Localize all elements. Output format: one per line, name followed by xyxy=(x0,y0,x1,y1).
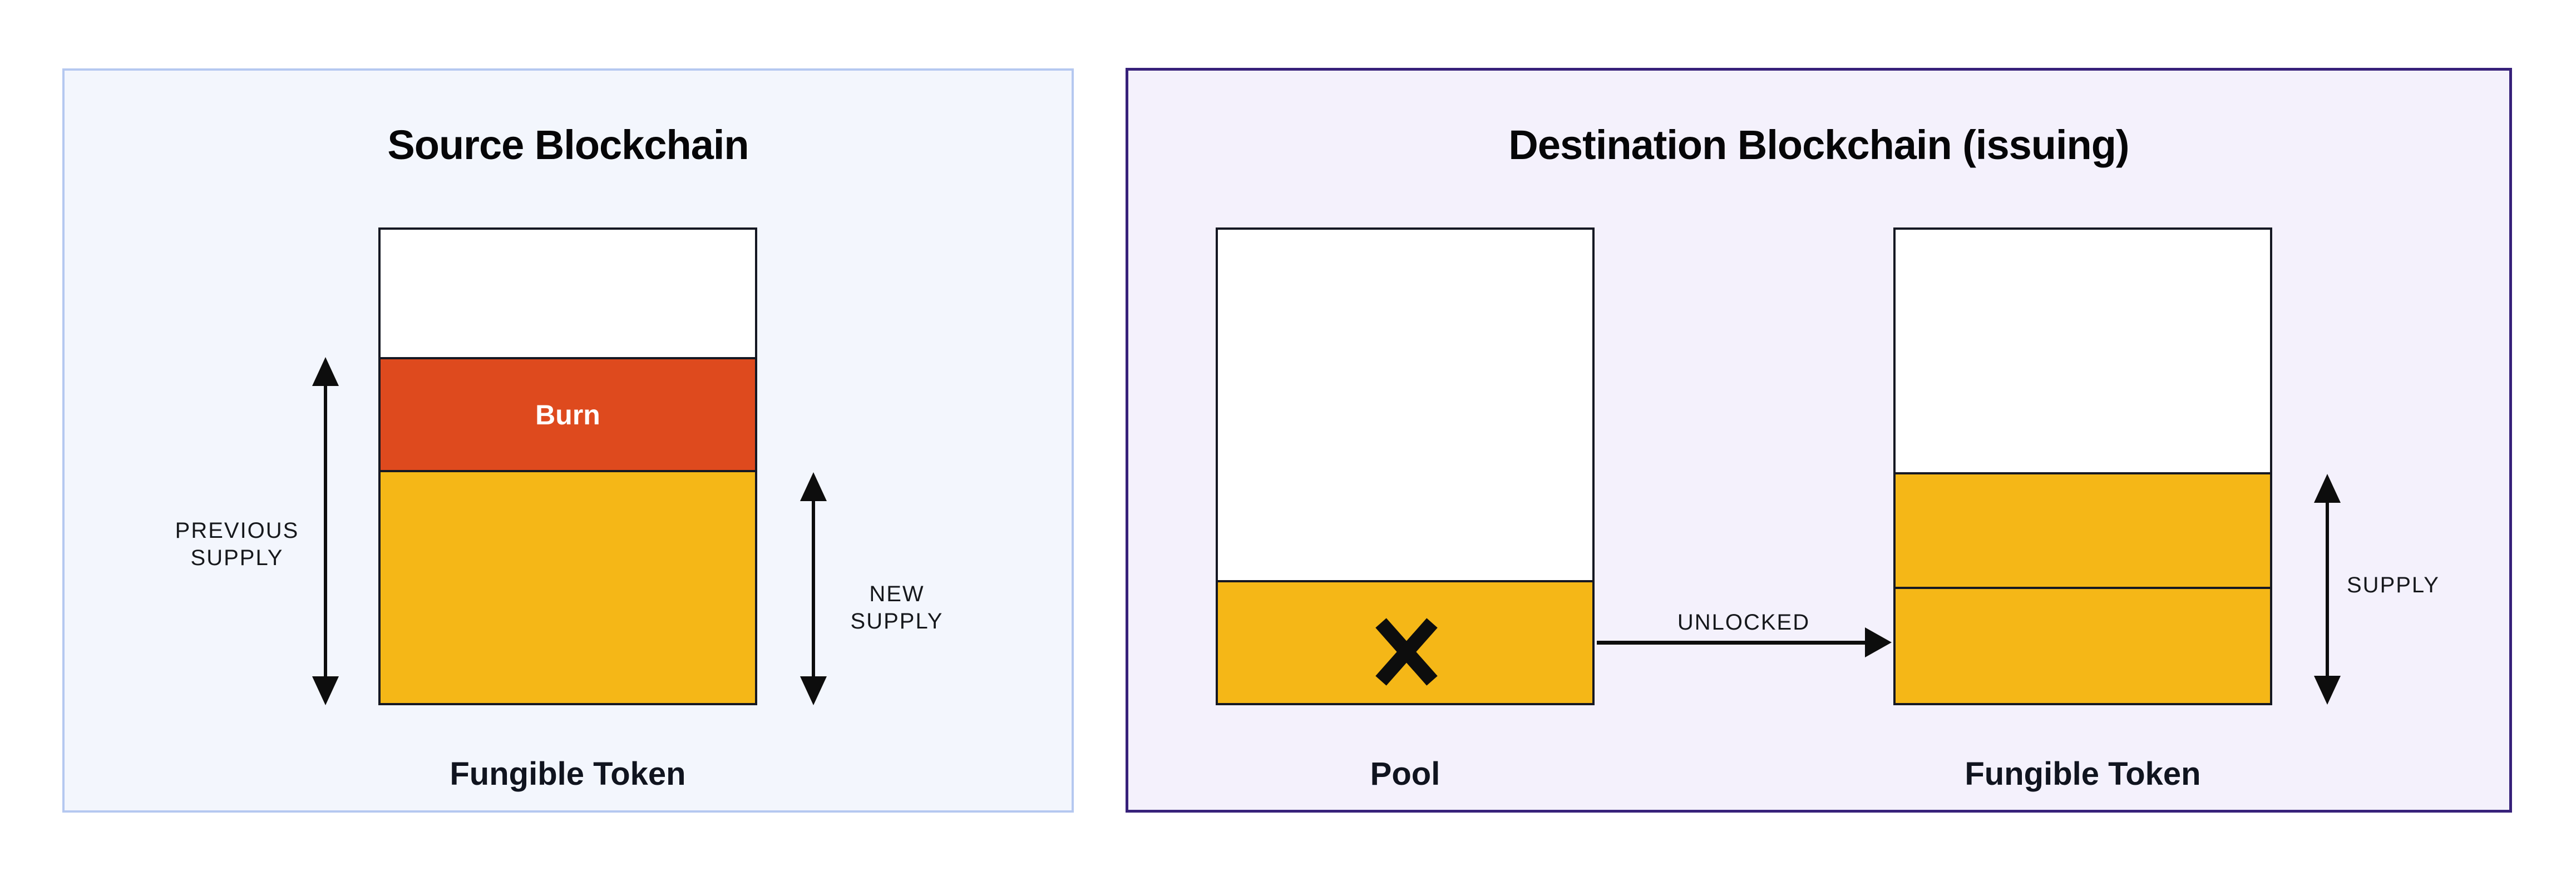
burn-label: Burn xyxy=(535,399,600,430)
arrow-down-head xyxy=(2314,676,2341,705)
destination-bar-minted-segment xyxy=(1896,472,2270,587)
source-token-caption: Fungible Token xyxy=(450,756,686,792)
arrow-shaft xyxy=(812,501,815,676)
arrow-up-head xyxy=(312,357,339,386)
source-blockchain-panel: Source Blockchain Burn PREVIOUS SUPPLY xyxy=(62,68,1074,813)
destination-token-caption: Fungible Token xyxy=(1965,756,2201,792)
pool-bar-empty-segment xyxy=(1218,230,1592,580)
arrow-shaft xyxy=(1597,640,1865,645)
arrow-down-head xyxy=(312,676,339,705)
supply-label: SUPPLY xyxy=(2347,573,2440,597)
destination-bar-empty-segment xyxy=(1896,230,2270,472)
new-supply-label-line1: NEW xyxy=(869,582,925,606)
source-panel-title: Source Blockchain xyxy=(387,122,749,168)
arrow-down-head xyxy=(800,676,827,705)
unlocked-arrow-icon xyxy=(1597,627,1892,658)
source-bar-supply-segment xyxy=(381,472,755,703)
destination-blockchain-panel: Destination Blockchain (issuing) Pool UN… xyxy=(1126,68,2512,813)
pool-caption: Pool xyxy=(1370,756,1440,792)
new-supply-arrow-icon xyxy=(798,472,829,705)
arrow-up-head xyxy=(800,472,827,501)
source-token-bar: Burn xyxy=(378,227,757,705)
arrow-shaft xyxy=(2326,503,2329,676)
new-supply-label-line2: SUPPLY xyxy=(850,609,944,633)
destination-token-bar xyxy=(1893,227,2272,705)
previous-supply-label-line1: PREVIOUS xyxy=(175,518,299,543)
source-bar-empty-segment xyxy=(381,230,755,357)
new-supply-label: NEW SUPPLY xyxy=(813,581,980,635)
blocked-x-icon xyxy=(1373,614,1440,690)
supply-arrow-icon xyxy=(2312,474,2343,705)
source-bar-burn-segment: Burn xyxy=(381,357,755,472)
destination-bar-unlocked-segment xyxy=(1896,587,2270,703)
unlocked-label: UNLOCKED xyxy=(1677,610,1810,635)
arrow-right-head xyxy=(1865,627,1892,657)
destination-panel-title: Destination Blockchain (issuing) xyxy=(1508,122,2129,168)
previous-supply-arrow-icon xyxy=(310,357,341,705)
previous-supply-label-line2: SUPPLY xyxy=(190,546,284,570)
pool-bar xyxy=(1216,227,1595,705)
arrow-up-head xyxy=(2314,474,2341,503)
previous-supply-label: PREVIOUS SUPPLY xyxy=(126,517,348,572)
arrow-shaft xyxy=(324,386,327,676)
